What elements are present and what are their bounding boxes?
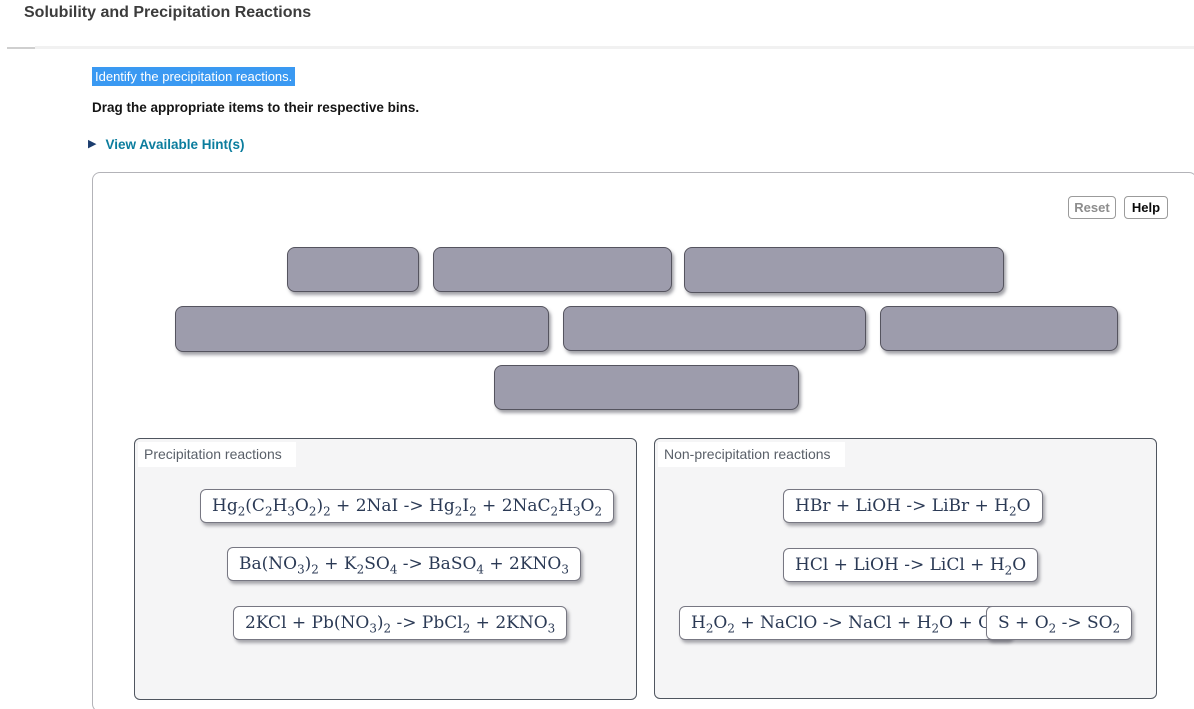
help-button[interactable]: Help bbox=[1124, 196, 1168, 219]
equation-card[interactable]: S + O2 -> SO2 bbox=[986, 606, 1133, 640]
triangle-right-icon: ▶ bbox=[88, 138, 97, 150]
drag-item-placeholder[interactable] bbox=[287, 247, 419, 292]
page-title: Solubility and Precipitation Reactions bbox=[24, 4, 312, 21]
bin-label: Precipitation reactions bbox=[138, 442, 296, 467]
equation-card[interactable]: 2KCl + Pb(NO3)2 -> PbCl2 + 2KNO3 bbox=[233, 606, 568, 640]
question-prompt-highlighted: Identify the precipitation reactions. bbox=[92, 67, 296, 86]
equation-card[interactable]: HBr + LiOH -> LiBr + H2O bbox=[783, 489, 1043, 523]
drag-item-placeholder[interactable] bbox=[563, 306, 866, 351]
bin-label: Non-precipitation reactions bbox=[658, 442, 845, 467]
reset-button[interactable]: Reset bbox=[1068, 196, 1116, 219]
bin-non-precipitation-reactions[interactable]: Non-precipitation reactions bbox=[654, 438, 1157, 699]
drag-item-placeholder[interactable] bbox=[433, 247, 672, 292]
drag-item-placeholder[interactable] bbox=[494, 365, 799, 410]
view-hints-label: View Available Hint(s) bbox=[105, 137, 245, 152]
equation-card[interactable]: Ba(NO3)2 + K2SO4 -> BaSO4 + 2KNO3 bbox=[227, 547, 581, 581]
drag-instruction: Drag the appropriate items to their resp… bbox=[92, 100, 420, 115]
drag-item-placeholder[interactable] bbox=[175, 306, 549, 352]
header-divider bbox=[35, 46, 1194, 49]
equation-card[interactable]: HCl + LiOH -> LiCl + H2O bbox=[783, 548, 1039, 582]
view-hints-link[interactable]: ▶ View Available Hint(s) bbox=[88, 137, 245, 152]
header-divider-accent bbox=[7, 47, 35, 49]
drag-item-placeholder[interactable] bbox=[880, 306, 1118, 351]
equation-card[interactable]: H2O2 + NaClO -> NaCl + H2O + O2 bbox=[679, 606, 1012, 640]
drag-item-placeholder[interactable] bbox=[684, 247, 1004, 293]
equation-card[interactable]: Hg2(C2H3O2)2 + 2NaI -> Hg2I2 + 2NaC2H3O2 bbox=[200, 489, 615, 523]
